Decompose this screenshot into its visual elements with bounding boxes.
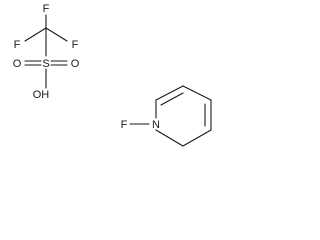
atom-f-left: F [14, 39, 21, 51]
atom-f-right: F [72, 39, 79, 51]
bond-c3-c4 [182, 85, 212, 101]
triflic-acid-structure: F F F O S O OH [13, 3, 80, 101]
bond-c5-c6 [182, 129, 212, 147]
atom-oh: OH [33, 89, 50, 101]
bond-c2-c3-inner [160, 92, 184, 106]
fluoropyridine-structure: F N [121, 85, 212, 147]
structure-canvas: F F F O S O OH F N [0, 0, 231, 160]
bond-c6-n [155, 129, 184, 147]
chemical-structures-svg: F F F O S O OH F N [13, 3, 212, 147]
atom-n: N [152, 119, 160, 131]
atom-o-left: O [13, 58, 22, 70]
bond-c-f-right [45, 27, 68, 42]
bond-c2-c3 [155, 85, 184, 101]
atom-f-top: F [43, 3, 50, 15]
atom-f: F [121, 119, 128, 131]
atom-s: S [42, 58, 49, 70]
bond-c-f-left [24, 27, 47, 42]
atom-o-right: O [71, 58, 80, 70]
